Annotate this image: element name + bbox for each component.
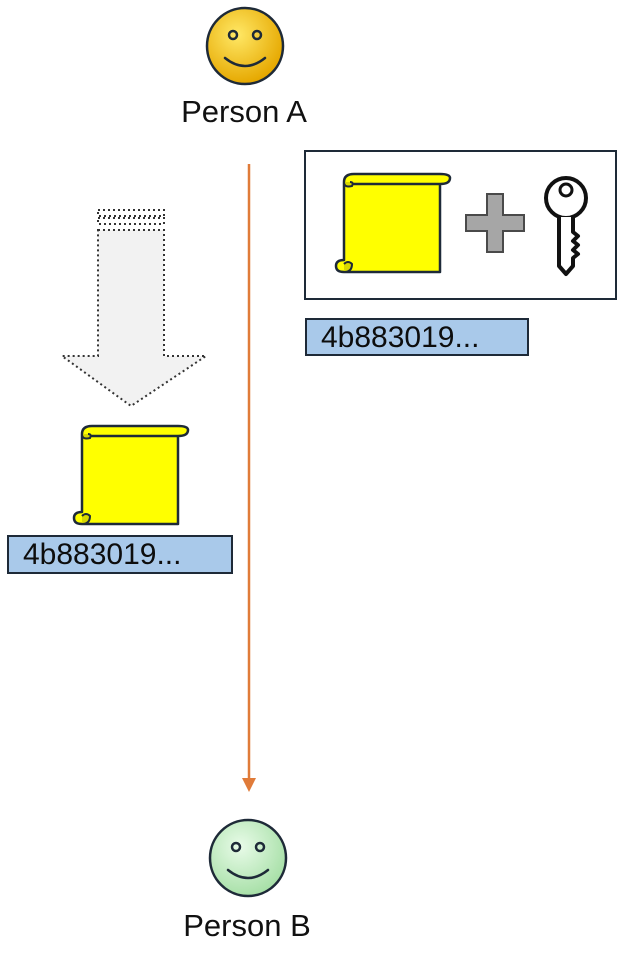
timeline-arrow [242, 164, 256, 792]
person-a-smiley-icon [205, 6, 285, 86]
person-b-smiley-icon [208, 818, 288, 898]
document-key-box [304, 150, 617, 300]
key-icon [544, 176, 588, 276]
right-hash-label: 4b883019... [305, 318, 529, 356]
left-hash-label: 4b883019... [7, 535, 233, 574]
down-arrow-icon [58, 209, 210, 408]
scroll-icon [334, 172, 452, 274]
received-scroll-icon [72, 424, 190, 526]
person-b-label: Person B [183, 908, 311, 943]
person-a-label: Person A [181, 94, 307, 129]
plus-icon [465, 193, 525, 253]
